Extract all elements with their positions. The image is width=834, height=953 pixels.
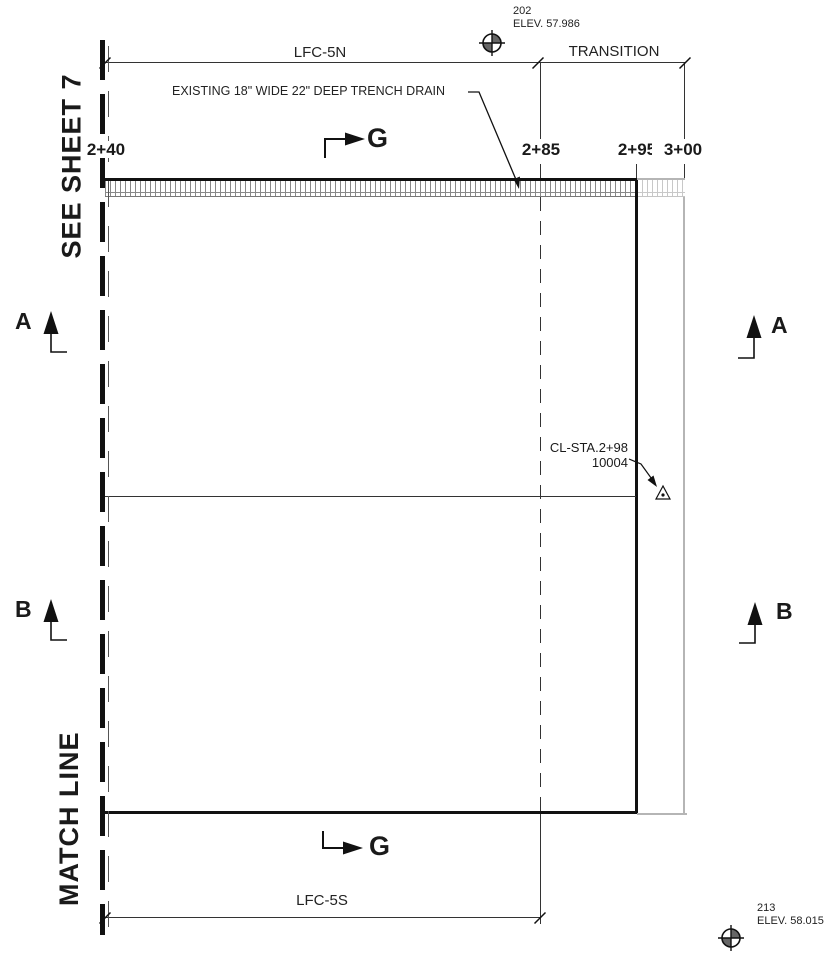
cl-point-number: 10004	[591, 454, 628, 470]
section-arrow-a-left-icon	[43, 311, 67, 353]
station-label-240: 2+40	[75, 141, 137, 158]
cl-station-note: CL-STA.2+98 10004	[500, 440, 628, 470]
survey-point-bottom-label: 213 ELEV. 58.015	[757, 902, 824, 927]
cl-station-leader-icon	[628, 458, 657, 487]
match-line-label: MATCH LINE	[54, 731, 84, 906]
trench-drain-hatch	[105, 178, 637, 197]
extension-stub-300	[684, 164, 685, 178]
trench-drain-note: EXISTING 18" WIDE 22" DEEP TRENCH DRAIN	[172, 84, 446, 98]
dimension-tick-icon	[98, 56, 692, 925]
station-label-285: 2+85	[510, 141, 572, 158]
top-dimension-line	[105, 62, 685, 63]
section-letter-a-left: A	[15, 308, 32, 334]
dim-label-transition: TRANSITION	[568, 43, 660, 60]
section-arrow-g-top-icon	[324, 132, 365, 158]
survey-point-bottom-elev: ELEV. 58.015	[757, 914, 824, 927]
section-letter-b-left: B	[15, 596, 32, 622]
trench-drain-inner-line	[105, 192, 637, 193]
section-arrow-b-right-icon	[739, 602, 763, 644]
control-point-triangle-icon	[654, 484, 672, 500]
match-line-thick-dashes	[100, 40, 105, 935]
extension-line-285-bottom	[540, 814, 541, 924]
extension-stub-295	[636, 164, 637, 178]
section-arrow-a-right-icon	[738, 315, 762, 359]
trench-drain-inner-line-gray	[637, 192, 685, 193]
see-sheet-7-label: SEE SHEET 7	[56, 73, 87, 259]
extension-stub-285	[540, 164, 541, 178]
transition-edge-bottom-gray	[637, 813, 687, 815]
station-285-dashed-line	[540, 197, 541, 813]
section-arrow-g-bottom-icon	[322, 831, 363, 855]
extension-line-285-top	[540, 63, 541, 139]
survey-point-bottom-id: 213	[757, 902, 776, 914]
dim-label-lfc-5s: LFC-5S	[296, 892, 348, 909]
slab-edge-bottom	[104, 811, 637, 814]
section-letter-b-right: B	[776, 598, 793, 624]
cl-station-text: CL-STA.2+98	[549, 440, 628, 455]
extension-line-300-top	[684, 63, 685, 139]
trench-drain-hatch-transition	[637, 178, 685, 197]
match-line-thin-dashes	[108, 46, 109, 934]
survey-point-top-elev: ELEV. 57.986	[513, 17, 580, 30]
section-letter-g-bottom: G	[369, 831, 391, 861]
survey-marker-213-icon	[718, 925, 744, 951]
station-label-300: 3+00	[652, 141, 714, 158]
trench-drain-leader-icon	[468, 91, 520, 189]
survey-point-top-label: 202 ELEV. 57.986	[513, 5, 580, 30]
survey-point-top-id: 202	[513, 5, 532, 17]
bottom-dimension-line	[105, 917, 540, 918]
section-letter-g-top: G	[367, 123, 389, 153]
joint-centerline	[105, 496, 636, 497]
dim-label-lfc-5n: LFC-5N	[293, 44, 347, 61]
slab-edge-right	[635, 180, 638, 813]
transition-edge-right-gray	[683, 197, 685, 815]
section-arrow-b-left-icon	[43, 599, 67, 641]
section-letter-a-right: A	[771, 312, 788, 338]
survey-marker-202-icon	[479, 30, 505, 56]
